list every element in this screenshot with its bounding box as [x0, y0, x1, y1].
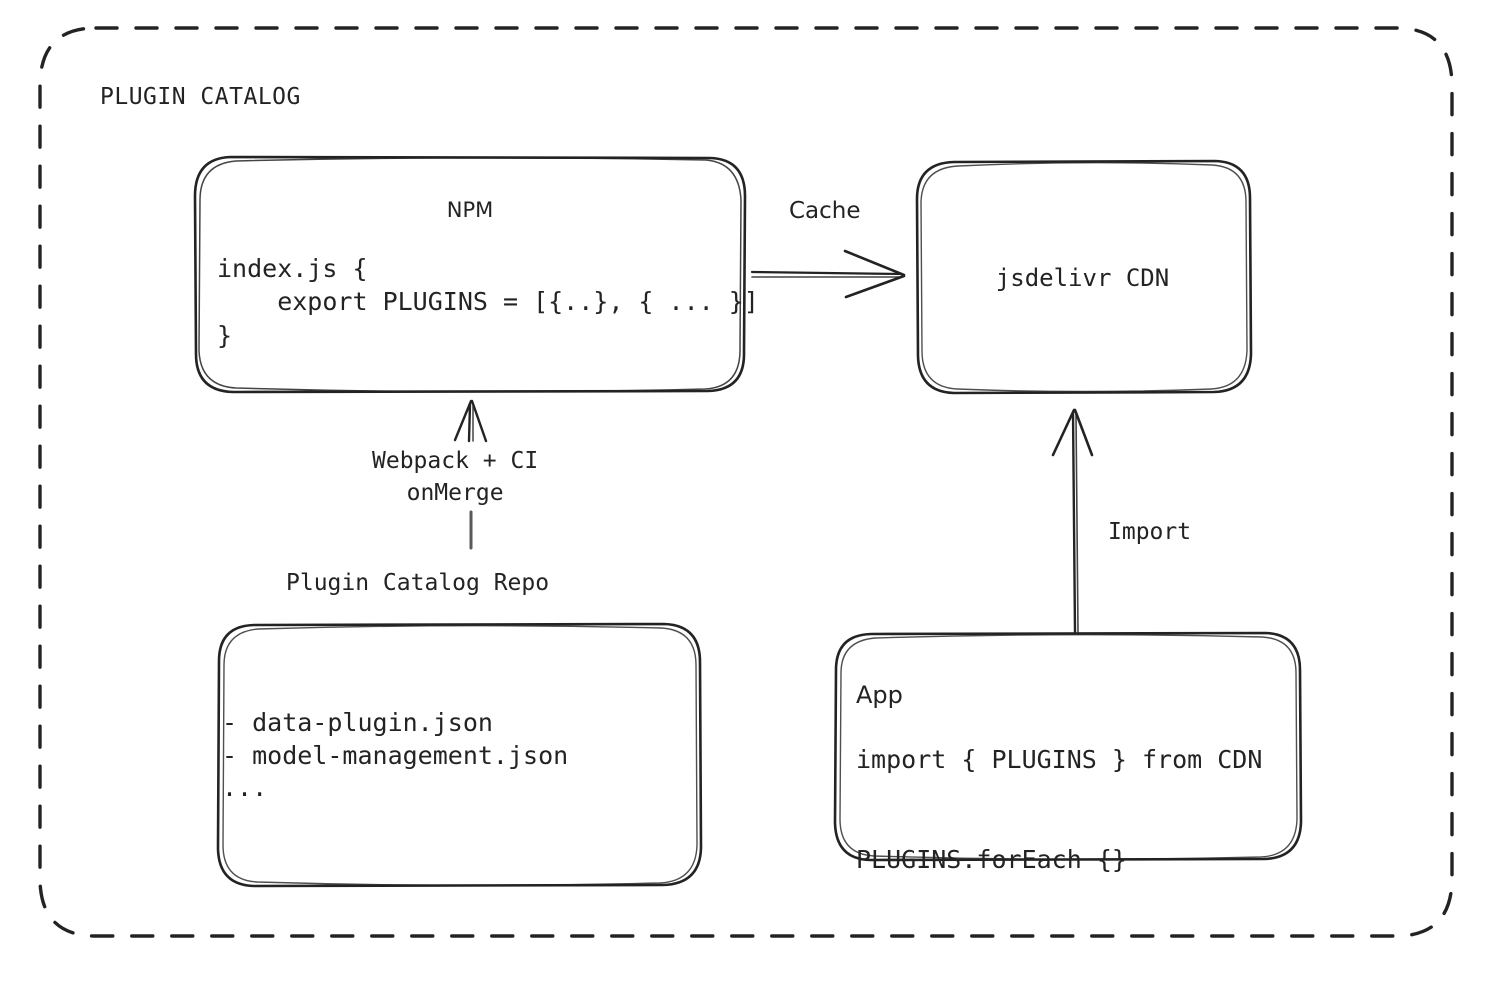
edge-label-webpack-ci-onmerge: Webpack + CI onMerge	[372, 448, 539, 506]
npm-node-code: index.js { export PLUGINS = [{..}, { ...…	[217, 254, 759, 350]
edge-label-cache: Cache	[789, 198, 861, 224]
edge-app-to-cdn	[1051, 408, 1094, 634]
npm-node-title: NPM	[446, 198, 494, 222]
app-node-title: App	[856, 681, 903, 709]
cdn-node-title: jsdelivr CDN	[995, 264, 1170, 292]
repo-node-caption: Plugin Catalog Repo	[286, 570, 550, 596]
group-title: PLUGIN CATALOG	[100, 84, 301, 110]
repo-node-file-list: - data-plugin.json - model-management.js…	[222, 708, 569, 802]
app-node-code: import { PLUGINS } from CDN PLUGINS.forE…	[856, 745, 1263, 874]
edge-label-import: Import	[1108, 519, 1192, 545]
edge-npm-to-cdn	[750, 249, 906, 299]
